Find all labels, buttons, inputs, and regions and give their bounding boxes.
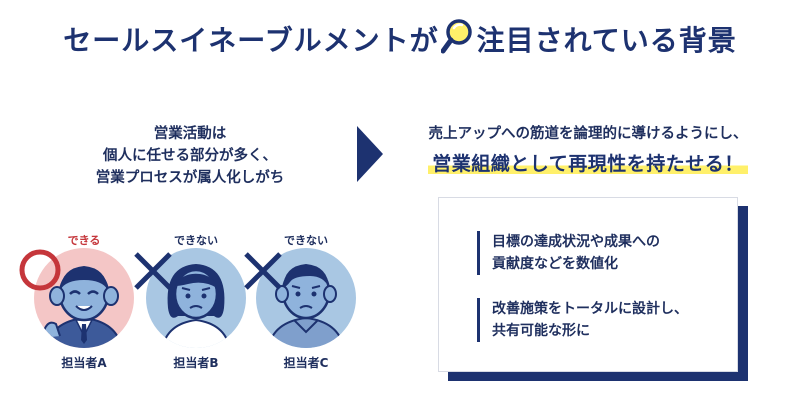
circle-mark-icon [19,249,61,291]
page-title: セールスイネーブルメントが 注目されている背景 [0,18,800,59]
person-a: できる 担当者A [19,230,138,410]
point-line: 共有可能な形に [492,323,590,339]
problem-line: 営業プロセスが属人化しがち [95,170,285,186]
person-c-illustration [256,248,356,348]
point-line: 貢献度などを数値化 [492,256,618,272]
point-item: 目標の達成状況や成果への 貢献度などを数値化 [477,231,660,275]
person-status: できない [174,234,218,247]
title-part2: 注目されている背景 [476,24,737,57]
person-b-illustration [146,248,246,348]
persons-group: できる 担当者A できない [19,230,360,410]
solution-text: 売上アップへの筋道を論理的に導けるようにし、 営業組織として再現性を持たせる！ [398,123,778,176]
person-name: 担当者C [283,356,329,370]
solution-highlight: 営業組織として再現性を持たせる！ [428,149,748,176]
person-name: 担当者A [61,356,107,370]
problem-text: 営業活動は 個人に任せる部分が多く、 営業プロセスが属人化しがち [60,123,320,189]
points-box: 目標の達成状況や成果への 貢献度などを数値化 改善施策をトータルに設計し、 共有… [438,197,738,372]
person-b: できない 担当者B [134,230,250,410]
problem-line: 営業活動は [153,126,227,142]
cross-mark-icon [134,252,172,290]
person-c: できない 担当者C [244,230,360,410]
point-line: 改善施策をトータルに設計し、 [492,301,688,317]
person-status: できない [284,234,328,247]
magnifier-icon [440,18,475,56]
solution-line: 売上アップへの筋道を論理的に導けるようにし、 [428,126,748,142]
cross-mark-icon [244,252,282,290]
problem-line: 個人に任せる部分が多く、 [103,148,277,164]
arrow-right-icon [357,126,383,182]
point-line: 目標の達成状況や成果への [492,234,660,250]
title-part1: セールスイネーブルメントが [63,24,439,57]
person-status: できる [67,234,101,247]
point-item: 改善施策をトータルに設計し、 共有可能な形に [477,298,688,342]
person-name: 担当者B [173,356,219,370]
